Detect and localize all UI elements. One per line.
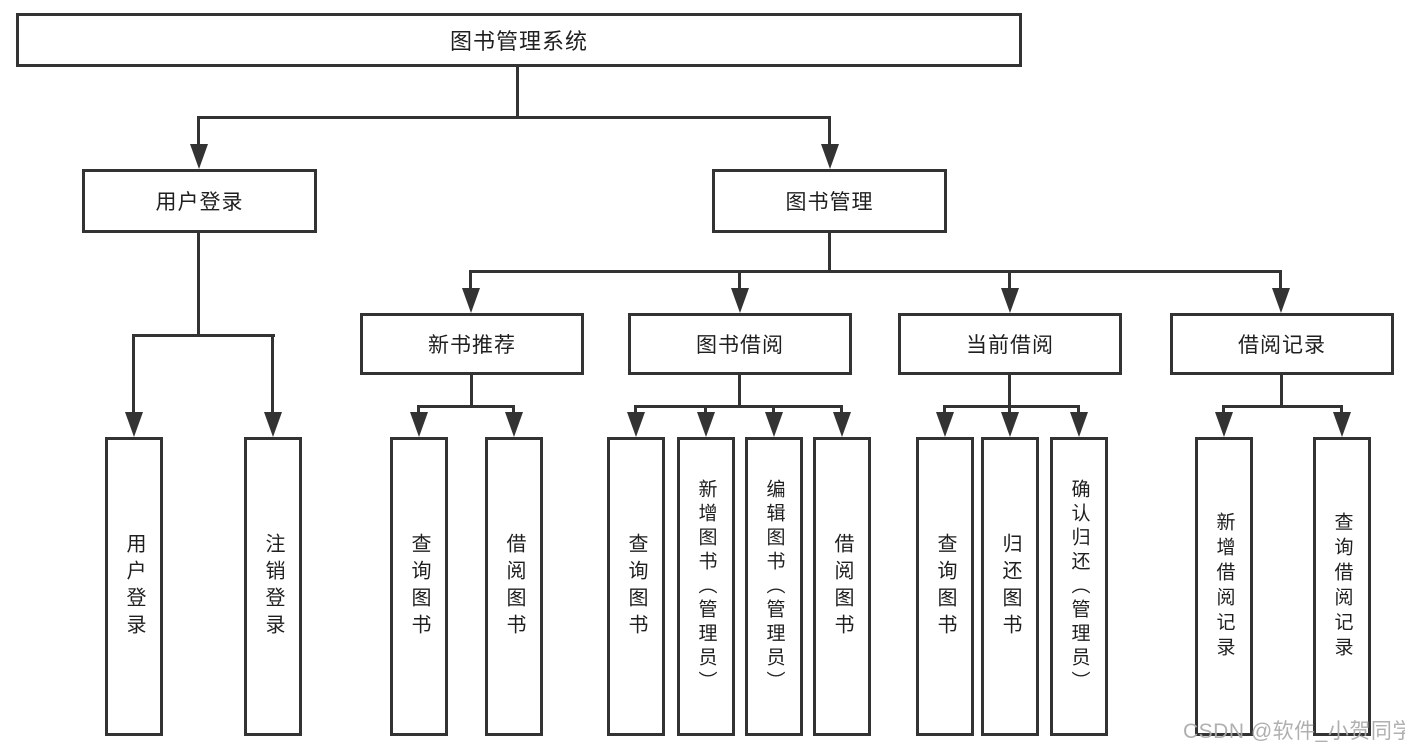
leaf-query-books-borrow: 查询图书 [607, 437, 665, 736]
leaf-query-books-current-label: 查询图书 [934, 532, 956, 641]
leaf-borrow-books-label: 借阅图书 [831, 532, 853, 641]
arrow-down-icon [828, 116, 831, 145]
leaf-borrow-books-recommend-label: 借阅图书 [503, 532, 525, 641]
arrow-down-icon [738, 270, 741, 289]
node-current-borrowing: 当前借阅 [898, 313, 1122, 375]
leaf-confirm-return-admin-label: 确认归还（管理员） [1068, 478, 1090, 695]
edge-recommendation-stem [470, 375, 473, 407]
arrow-down-icon [704, 405, 707, 413]
leaf-query-books-current: 查询图书 [916, 437, 974, 736]
arrow-down-icon [943, 405, 946, 413]
node-library-system: 图书管理系统 [16, 13, 1022, 67]
watermark-text: CSDN @软件_小贺同学 [1183, 720, 1405, 743]
node-borrowing-records-label: 借阅记录 [1238, 334, 1326, 357]
leaf-user-login-label: 用户登录 [123, 532, 145, 641]
arrow-down-icon [1077, 405, 1080, 413]
leaf-confirm-return-admin: 确认归还（管理员） [1050, 437, 1108, 736]
node-new-book-recommendation-label: 新书推荐 [428, 334, 516, 357]
edge-recommendation-branch [417, 405, 515, 408]
edge-user-login-branch [132, 334, 275, 337]
node-book-management: 图书管理 [712, 169, 947, 233]
leaf-query-books-recommend-label: 查询图书 [408, 532, 430, 641]
leaf-return-books-label: 归还图书 [999, 532, 1021, 641]
leaf-edit-books-admin-label: 编辑图书（管理员） [763, 478, 785, 695]
node-book-borrowing: 图书借阅 [628, 313, 852, 375]
arrow-down-icon [512, 405, 515, 413]
leaf-logout: 注销登录 [244, 437, 302, 736]
edge-book-management-stem [828, 233, 831, 272]
node-borrowing-records: 借阅记录 [1170, 313, 1394, 375]
arrow-down-icon [1222, 405, 1225, 413]
arrow-down-icon [1008, 270, 1011, 289]
leaf-add-borrow-record-label: 新增借阅记录 [1213, 511, 1235, 662]
node-book-management-label: 图书管理 [785, 191, 874, 214]
node-library-system-label: 图书管理系统 [449, 29, 588, 54]
leaf-return-books: 归还图书 [981, 437, 1039, 736]
edge-user-login-stem [197, 233, 200, 336]
edge-borrowing-stem [738, 375, 741, 407]
leaf-borrow-books-recommend: 借阅图书 [485, 437, 543, 736]
leaf-query-borrow-record: 查询借阅记录 [1313, 437, 1371, 736]
edge-book-management-branch [469, 270, 1282, 273]
edge-records-branch [1222, 405, 1342, 408]
leaf-add-borrow-record: 新增借阅记录 [1195, 437, 1253, 736]
node-current-borrowing-label: 当前借阅 [966, 334, 1054, 357]
node-new-book-recommendation: 新书推荐 [360, 313, 584, 375]
arrow-down-icon [840, 405, 843, 413]
edge-current-stem [1008, 375, 1011, 407]
arrow-down-icon [1340, 405, 1343, 413]
leaf-query-books-borrow-label: 查询图书 [625, 532, 647, 641]
leaf-borrow-books: 借阅图书 [813, 437, 871, 736]
leaf-add-books-admin-label: 新增图书（管理员） [695, 478, 717, 695]
leaf-add-books-admin: 新增图书（管理员） [677, 437, 735, 736]
edge-records-stem [1280, 375, 1283, 407]
leaf-query-books-recommend: 查询图书 [390, 437, 448, 736]
arrow-down-icon [132, 334, 135, 413]
leaf-query-borrow-record-label: 查询借阅记录 [1331, 511, 1353, 662]
arrow-down-icon [417, 405, 420, 413]
edge-borrowing-branch [634, 405, 842, 408]
arrow-down-icon [197, 116, 200, 145]
node-book-borrowing-label: 图书借阅 [696, 334, 784, 357]
node-user-login: 用户登录 [82, 169, 317, 233]
leaf-user-login: 用户登录 [105, 437, 163, 736]
edge-current-branch [943, 405, 1080, 408]
arrow-down-icon [1008, 405, 1011, 413]
arrow-down-icon [1279, 270, 1282, 289]
edge-root-branch [197, 116, 831, 119]
arrow-down-icon [772, 405, 775, 413]
node-user-login-label: 用户登录 [155, 191, 244, 214]
arrow-down-icon [469, 270, 472, 289]
arrow-down-icon [271, 334, 274, 413]
arrow-down-icon [634, 405, 637, 413]
edge-root-stem [516, 67, 519, 118]
leaf-edit-books-admin: 编辑图书（管理员） [745, 437, 803, 736]
leaf-logout-label: 注销登录 [262, 532, 284, 641]
